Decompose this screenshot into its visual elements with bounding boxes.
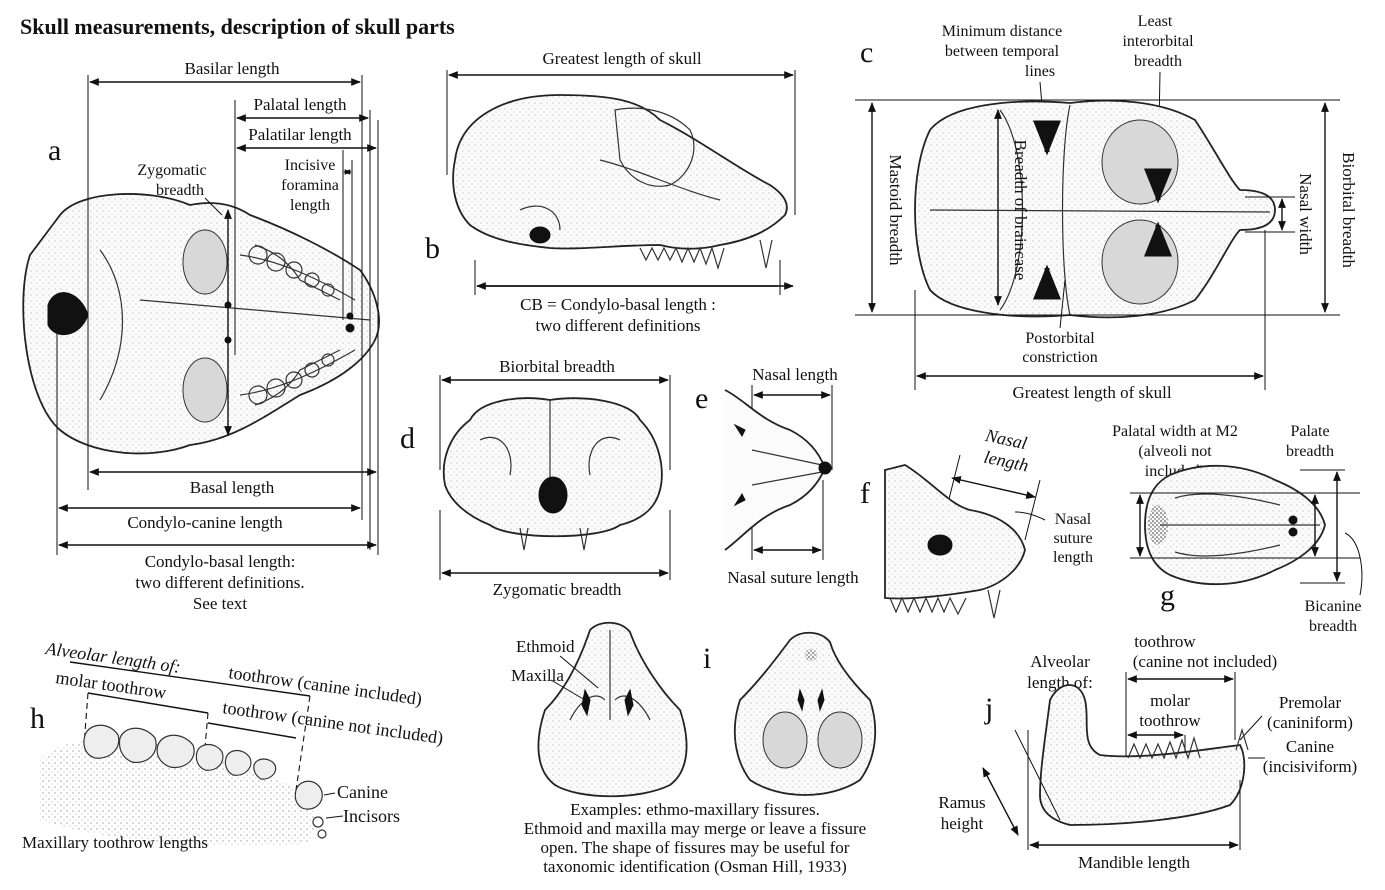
label-j-molar-2: toothrow <box>1139 711 1201 730</box>
label-i-caption-4: taxonomic identification (Osman Hill, 19… <box>543 857 847 876</box>
panel-f: f Nasal length Nasal suture length <box>860 425 1093 619</box>
label-palatilar-length: Palatilar length <box>248 125 352 144</box>
panel-i: i Ethmoid Maxilla Examples: ethmo-maxill… <box>511 621 877 876</box>
maxillary-teeth <box>83 724 323 810</box>
label-j-alveolar-1: Alveolar <box>1030 652 1090 671</box>
panel-letter-e: e <box>695 382 708 415</box>
panel-b: b Greatest length of skull CB = Condylo-… <box>425 49 796 335</box>
left-orbit <box>182 229 228 295</box>
panel-letter-d: d <box>400 422 415 455</box>
label-g-bicanine-2: breadth <box>1309 618 1357 635</box>
label-h-caption: Maxillary toothrow lengths <box>22 833 208 852</box>
right-orbit <box>182 357 228 423</box>
label-g-palate-1: Palate <box>1290 423 1329 440</box>
label-min-dist-1: Minimum distance <box>942 23 1062 40</box>
label-i-caption-3: open. The shape of fissures may be usefu… <box>541 838 850 857</box>
panel-e: e Nasal length Nasal suture length <box>695 365 859 587</box>
page-title: Skull measurements, description of skull… <box>20 14 455 39</box>
left-orbit-dorsal <box>1101 119 1179 205</box>
label-d-zygomatic-breadth: Zygomatic breadth <box>493 580 622 599</box>
label-g-palate-2: breadth <box>1286 443 1334 460</box>
label-j-premolar-2: (caniniform) <box>1267 713 1353 732</box>
label-j-toothrow-1: toothrow <box>1134 632 1196 651</box>
label-i-maxilla: Maxilla <box>511 666 564 685</box>
panel-letter-h: h <box>30 702 45 735</box>
label-e-nasal-suture-length: Nasal suture length <box>727 568 859 587</box>
label-h-canine: Canine <box>337 782 388 802</box>
label-j-canine-2: (incisiviform) <box>1263 757 1357 776</box>
label-j-toothrow-2: (canine not included) <box>1133 652 1277 671</box>
label-zygomatic-1: Zygomatic <box>137 162 206 179</box>
panel-d: d Biorbital breadth Zygomatic breadth <box>400 357 671 599</box>
label-condylo-canine-length: Condylo-canine length <box>127 513 283 532</box>
label-i-caption-2: Ethmoid and maxilla may merge or leave a… <box>524 819 866 838</box>
nasal-dorsal-drawing <box>724 389 826 551</box>
label-postorbital-2: constriction <box>1022 349 1098 366</box>
label-e-nasal-length: Nasal length <box>752 365 838 384</box>
panel-letter-j: j <box>984 692 993 725</box>
label-incisive-3: length <box>290 197 330 214</box>
label-basilar-length: Basilar length <box>185 59 280 78</box>
panel-letter-g: g <box>1160 579 1175 612</box>
label-d-biorbital-breadth: Biorbital breadth <box>499 357 615 376</box>
label-j-molar-1: molar <box>1150 691 1190 710</box>
label-min-dist-3: lines <box>1025 63 1055 80</box>
panel-letter-b: b <box>425 232 440 265</box>
maxilla-stipple <box>40 738 315 847</box>
label-j-ramus-2: height <box>941 814 984 833</box>
panel-j: j Alveolar length of: toothrow (canine n… <box>938 632 1357 872</box>
label-mastoid-breadth: Mastoid breadth <box>886 155 905 266</box>
label-f-suture-1: Nasal <box>1055 511 1092 528</box>
label-g-palatal-width-2: (alveoli not <box>1138 443 1212 460</box>
label-c-greatest-length: Greatest length of skull <box>1012 383 1171 402</box>
label-f-suture-2: suture <box>1053 530 1092 547</box>
label-incisive-1: Incisive <box>285 157 336 174</box>
label-f-suture-3: length <box>1053 549 1093 566</box>
panel-letter-c: c <box>860 36 873 69</box>
label-biorbital-breadth-c: Biorbital breadth <box>1339 152 1358 268</box>
panel-letter-i: i <box>703 642 711 675</box>
label-b-greatest-length: Greatest length of skull <box>542 49 701 68</box>
panel-g: g Palatal width at M2 (alveoli not inclu… <box>1112 423 1363 635</box>
label-j-mandible-length: Mandible length <box>1078 853 1190 872</box>
label-palatal-length: Palatal length <box>253 95 347 114</box>
label-least-3: breadth <box>1134 53 1182 70</box>
label-postorbital-1: Postorbital <box>1025 330 1095 347</box>
panel-c: c Minimum distance between temporal line… <box>855 13 1358 402</box>
label-i-caption-1: Examples: ethmo-maxillary fissures. <box>570 800 820 819</box>
label-g-palatal-width-1: Palatal width at M2 <box>1112 423 1238 440</box>
right-orbit-dorsal <box>1101 219 1179 305</box>
label-j-canine-1: Canine <box>1286 737 1334 756</box>
label-cb-1: CB = Condylo-basal length : <box>520 295 716 314</box>
label-g-bicanine-1: Bicanine <box>1305 598 1362 615</box>
label-i-ethmoid: Ethmoid <box>516 637 575 656</box>
label-min-dist-2: between temporal <box>945 43 1060 60</box>
panel-letter-a: a <box>48 134 61 167</box>
label-condylo-basal-1: Condylo-basal length: <box>145 552 296 571</box>
label-basal-length: Basal length <box>190 478 275 497</box>
label-j-premolar-1: Premolar <box>1279 693 1342 712</box>
panel-letter-f: f <box>860 477 870 510</box>
upper-toothrow <box>248 245 335 405</box>
label-condylo-basal-2: two different definitions. <box>135 573 304 592</box>
panel-h: h Alveolar length of: toothrow (canine i… <box>22 638 445 852</box>
label-nasal-width: Nasal width <box>1296 173 1315 255</box>
label-condylo-basal-3: See text <box>193 594 248 613</box>
label-cb-2: two different definitions <box>536 316 701 335</box>
panel-a: a Basilar length Palatal length Palatila… <box>22 59 380 613</box>
label-j-ramus-1: Ramus <box>938 793 985 812</box>
label-h-incisors: Incisors <box>343 806 400 826</box>
label-zygomatic-2: breadth <box>156 182 204 199</box>
label-breadth-of-braincase: Breadth of braincase <box>1011 140 1030 281</box>
label-least-1: Least <box>1138 13 1173 30</box>
label-incisive-2: foramina <box>281 177 339 194</box>
label-least-2: interorbital <box>1122 33 1194 50</box>
